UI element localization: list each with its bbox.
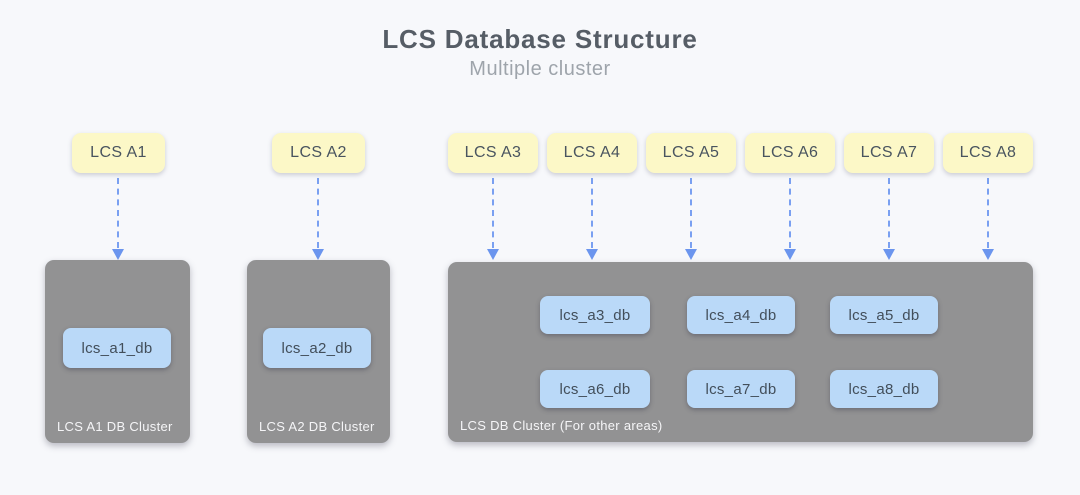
db-node-lcs-a2-db: lcs_a2_db — [263, 328, 371, 368]
arrow-down-a3 — [487, 178, 499, 260]
cluster-box-a2: lcs_a2_db LCS A2 DB Cluster — [247, 260, 390, 443]
source-node-lcs-a5: LCS A5 — [646, 133, 736, 173]
source-node-lcs-a7: LCS A7 — [844, 133, 934, 173]
arrow-down-a7 — [883, 178, 895, 260]
arrow-head-icon — [112, 249, 124, 260]
arrow-dash-line — [117, 178, 119, 248]
arrow-head-icon — [982, 249, 994, 260]
arrow-down-a2 — [312, 178, 324, 260]
arrow-head-icon — [784, 249, 796, 260]
arrow-dash-line — [987, 178, 989, 248]
arrow-head-icon — [685, 249, 697, 260]
arrow-down-a6 — [784, 178, 796, 260]
cluster-label-a1: LCS A1 DB Cluster — [57, 419, 173, 434]
source-node-lcs-a2: LCS A2 — [272, 133, 365, 173]
arrow-down-a8 — [982, 178, 994, 260]
db-node-lcs-a6-db: lcs_a6_db — [540, 370, 650, 408]
arrow-down-a5 — [685, 178, 697, 260]
db-node-lcs-a3-db: lcs_a3_db — [540, 296, 650, 334]
db-node-lcs-a5-db: lcs_a5_db — [830, 296, 938, 334]
arrow-head-icon — [312, 249, 324, 260]
diagram-subtitle: Multiple cluster — [469, 58, 611, 80]
cluster-label-other-areas: LCS DB Cluster (For other areas) — [460, 418, 663, 433]
cluster-label-a2: LCS A2 DB Cluster — [259, 419, 375, 434]
arrow-dash-line — [690, 178, 692, 248]
arrow-down-a1 — [112, 178, 124, 260]
diagram-title: LCS Database Structure — [382, 24, 698, 54]
arrow-dash-line — [789, 178, 791, 248]
arrow-head-icon — [883, 249, 895, 260]
arrow-dash-line — [591, 178, 593, 248]
source-node-lcs-a4: LCS A4 — [547, 133, 637, 173]
db-node-lcs-a7-db: lcs_a7_db — [687, 370, 795, 408]
db-node-lcs-a8-db: lcs_a8_db — [830, 370, 938, 408]
cluster-box-a1: lcs_a1_db LCS A1 DB Cluster — [45, 260, 190, 443]
arrow-dash-line — [492, 178, 494, 248]
arrow-head-icon — [586, 249, 598, 260]
source-node-lcs-a6: LCS A6 — [745, 133, 835, 173]
source-node-lcs-a1: LCS A1 — [72, 133, 165, 173]
db-node-lcs-a4-db: lcs_a4_db — [687, 296, 795, 334]
source-node-lcs-a3: LCS A3 — [448, 133, 538, 173]
db-node-lcs-a1-db: lcs_a1_db — [63, 328, 171, 368]
source-node-lcs-a8: LCS A8 — [943, 133, 1033, 173]
arrow-head-icon — [487, 249, 499, 260]
arrow-down-a4 — [586, 178, 598, 260]
arrow-dash-line — [888, 178, 890, 248]
cluster-box-other-areas: lcs_a3_db lcs_a4_db lcs_a5_db lcs_a6_db … — [448, 262, 1033, 442]
arrow-dash-line — [317, 178, 319, 248]
